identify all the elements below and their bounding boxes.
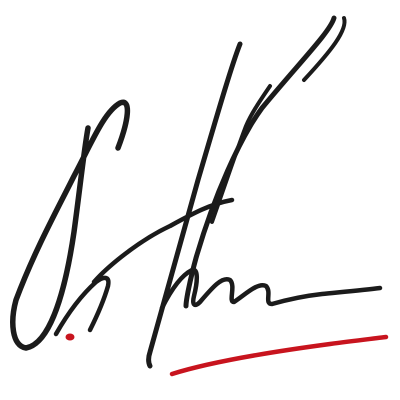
signature-stroke-c	[10, 99, 131, 351]
signature-stroke-connector	[53, 275, 111, 337]
signature-stroke-crossbar	[91, 197, 235, 285]
signature-red-underline	[169, 334, 389, 377]
signature-stroke-a-right	[183, 15, 337, 309]
signature-stroke-hn	[159, 267, 383, 311]
signature-stroke-hook	[302, 16, 347, 82]
signature-stroke-a-left	[146, 41, 243, 369]
signature-red-dot	[65, 333, 75, 341]
signature-stroke-a-right-inner	[210, 84, 272, 224]
